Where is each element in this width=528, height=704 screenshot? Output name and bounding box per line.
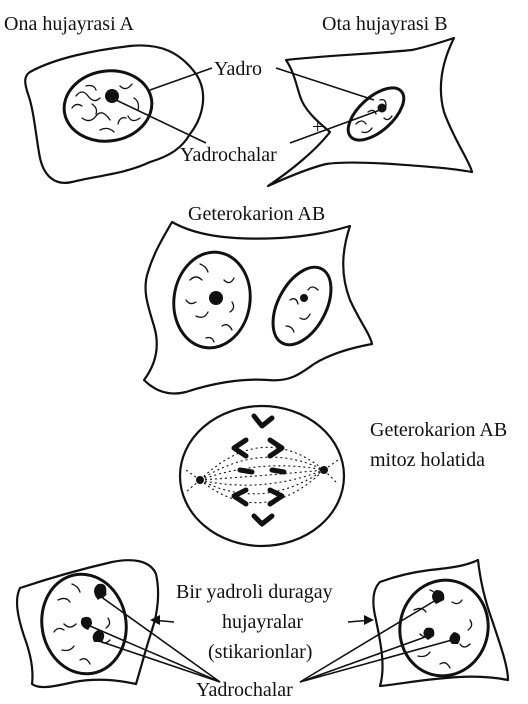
father-cell-label: Ota hujayrasi B: [322, 13, 448, 35]
mother-cell-a: [25, 45, 203, 182]
centrosome-left: [196, 476, 204, 484]
nucleoli-top-label: Yadrochalar: [180, 144, 277, 166]
heterokaryon-cell: [144, 222, 372, 394]
mitotic-cell: [180, 406, 344, 546]
synkaryon-label-line3: (stikarionlar): [208, 641, 312, 663]
synkaryon-label-line1: Bir yadroli duragay: [176, 581, 333, 603]
mitosis-label-line1: Geterokarion AB: [370, 419, 507, 441]
chromosome: [272, 470, 284, 472]
mother-cell-label: Ona hujayrasi A: [4, 13, 135, 35]
chromosome: [240, 470, 252, 472]
centrosome-right: [320, 466, 328, 474]
heterokaryon-label: Geterokarion AB: [188, 203, 325, 225]
daughter-cell-left: [17, 560, 158, 687]
heterokaryon-nucleolus-b: [300, 294, 308, 302]
heterokaryon-nucleolus-a: [209, 291, 223, 305]
synkaryon-label-line2: hujayralar: [222, 611, 303, 633]
nucleus-label: Yadro: [214, 58, 262, 80]
daughter-cell-right: [373, 560, 508, 686]
mitosis-label-line2: mitoz holatida: [370, 449, 485, 471]
nucleoli-bottom-label: Yadrochalar: [196, 679, 293, 701]
father-cell-b: [268, 38, 472, 186]
